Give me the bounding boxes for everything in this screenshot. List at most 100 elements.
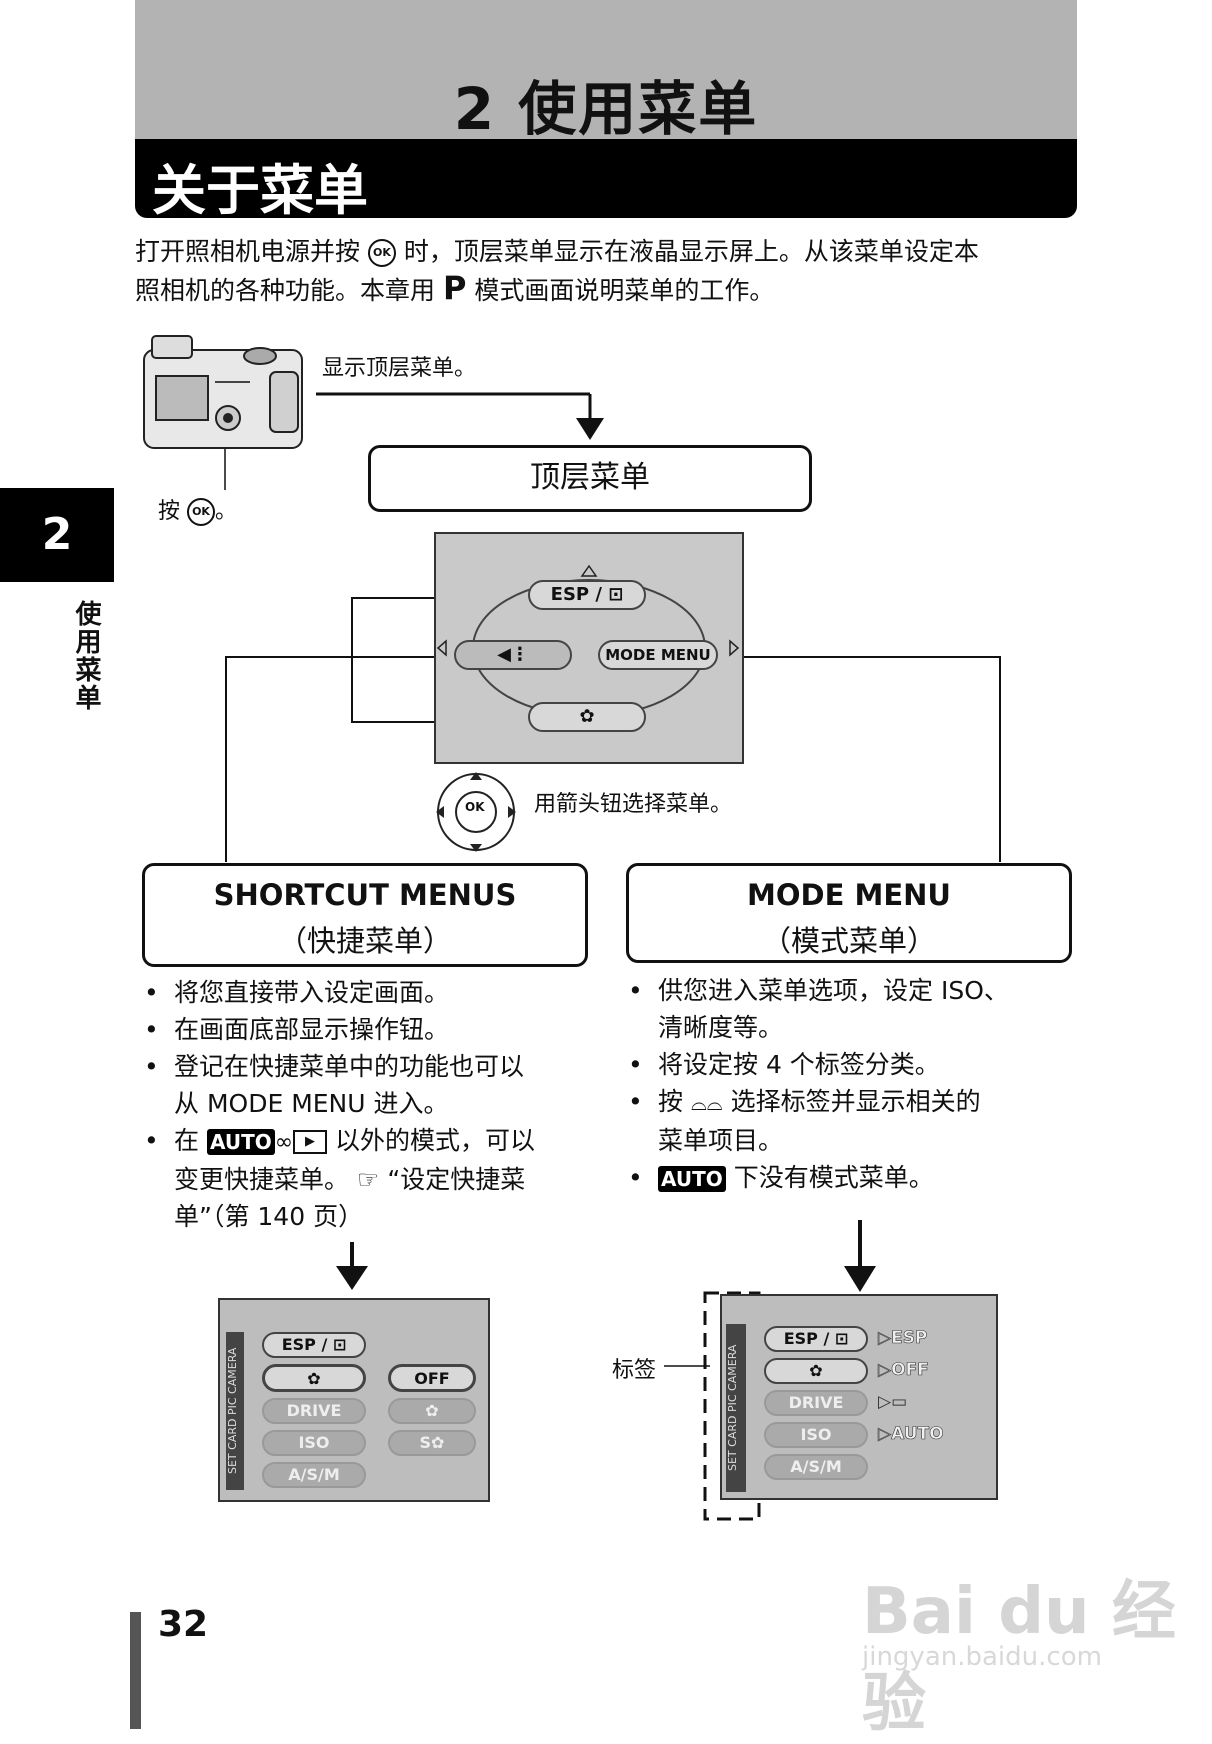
intro-text: 模式画面说明菜单的工作。	[474, 276, 775, 305]
tab-pic[interactable]: PIC	[226, 1397, 239, 1416]
macro-flower-icon: ✿	[425, 1401, 439, 1420]
up-down-arrow-icons: ⌓⌓	[690, 1091, 723, 1115]
shortcut-menus-box: SHORTCUT MENUS （快捷菜单）	[142, 863, 588, 967]
tab-pic[interactable]: PIC	[726, 1394, 739, 1413]
image-quality-menu-item[interactable]: ◀⋮	[454, 640, 572, 670]
value-esp: ▷ESP	[878, 1328, 928, 1349]
shortcut-subtitle: （快捷菜单）	[277, 924, 452, 958]
iso-menu-item[interactable]: ISO	[764, 1422, 868, 1448]
baidu-watermark-url: jingyan.baidu.com	[862, 1642, 1102, 1672]
value-auto: ▷AUTO	[878, 1424, 944, 1445]
bullet-text: 变更快捷菜单。	[174, 1165, 350, 1194]
arrow-pad-icon	[436, 772, 516, 852]
value-text: AUTO	[891, 1424, 944, 1445]
auto-mode-icon: AUTO	[206, 1129, 275, 1155]
list-item: 在画面底部显示操作钮。	[140, 1011, 600, 1048]
esp-menu-item[interactable]: ESP / ⊡	[262, 1332, 366, 1358]
list-item-cont: 变更快捷菜单。 ☞ “设定快捷菜	[140, 1161, 600, 1198]
tab-card[interactable]: CARD	[226, 1418, 239, 1451]
list-item: 将您直接带入设定画面。	[140, 974, 600, 1011]
drive-menu-item[interactable]: DRIVE	[262, 1398, 366, 1424]
macro-menu-item[interactable]: ✿	[528, 702, 646, 732]
asm-menu-item[interactable]: A/S/M	[764, 1454, 868, 1480]
chapter-tab-label: 使用菜单	[71, 600, 101, 712]
chapter-tab: 2	[0, 488, 114, 582]
list-item: 按 ⌓⌓ 选择标签并显示相关的	[624, 1083, 1084, 1122]
section-band	[135, 139, 1077, 218]
bullet-text: 下没有模式菜单。	[733, 1163, 934, 1192]
camera-illustration	[143, 335, 303, 449]
page-bar	[130, 1612, 141, 1729]
list-item-cont: 菜单项目。	[658, 1126, 784, 1155]
label-arrow-select: 用箭头钮选择菜单。	[534, 792, 733, 817]
iso-menu-item[interactable]: ISO	[262, 1430, 366, 1456]
top-menu-box: 顶层菜单	[368, 445, 812, 512]
mode-menu-screen: SET CARD PIC CAMERA ESP / ⊡ ✿ DRIVE ISO …	[720, 1294, 998, 1500]
option-macro[interactable]: ✿	[388, 1398, 476, 1424]
chapter-title: 2 使用菜单	[453, 75, 759, 143]
option-off[interactable]: OFF	[388, 1364, 476, 1392]
list-item: 登记在快捷菜单中的功能也可以	[140, 1048, 600, 1085]
tab-set[interactable]: SET	[726, 1450, 739, 1472]
top-menu-screen: ESP / ⊡ ◀⋮ MODE MENU ✿	[434, 532, 744, 764]
intro-text: 时，顶层菜单显示在液晶显示屏上。从该菜单设定本	[403, 237, 979, 266]
screen-tabs: SET CARD PIC CAMERA	[226, 1332, 244, 1490]
super-macro-icon: S✿	[419, 1433, 445, 1452]
option-super-macro[interactable]: S✿	[388, 1430, 476, 1456]
drive-menu-item[interactable]: DRIVE	[764, 1390, 868, 1416]
mode-menu-bullets: 供您进入菜单选项，设定 ISO、 清晰度等。 将设定按 4 个标签分类。 按 ⌓…	[624, 972, 1084, 1196]
label-press-end: 。	[215, 499, 238, 524]
macro-flower-icon: ✿	[809, 1361, 823, 1380]
bullet-text: 按	[658, 1087, 684, 1116]
bullet-text: 在	[174, 1126, 200, 1155]
list-item: AUTO 下没有模式菜单。	[624, 1159, 1084, 1196]
macro-menu-item[interactable]: ✿	[764, 1358, 868, 1384]
value-off: ▷OFF	[878, 1360, 929, 1381]
value-text: ESP	[891, 1328, 928, 1349]
tab-card[interactable]: CARD	[726, 1415, 739, 1448]
list-item-cont: 单”（第 140 页）	[174, 1202, 364, 1231]
shortcut-title: SHORTCUT MENUS	[213, 878, 517, 912]
value-text: OFF	[891, 1360, 929, 1381]
image-quality-icon: ◀⋮	[497, 644, 529, 665]
ok-button-icon: OK	[187, 498, 216, 526]
mode-menu-item[interactable]: MODE MENU	[598, 640, 718, 670]
list-item: 将设定按 4 个标签分类。	[624, 1046, 1084, 1083]
esp-menu-item[interactable]: ESP / ⊡	[528, 580, 646, 610]
shortcut-bullets: 将您直接带入设定画面。 在画面底部显示操作钮。 登记在快捷菜单中的功能也可以 从…	[140, 974, 600, 1235]
page-number: 32	[158, 1604, 209, 1645]
reference-hand-icon: ☞	[356, 1165, 380, 1194]
list-item-cont: 清晰度等。	[658, 1013, 784, 1042]
shortcut-menu-screen: SET CARD PIC CAMERA ESP / ⊡ ✿ DRIVE ISO …	[218, 1298, 490, 1502]
esp-menu-item[interactable]: ESP / ⊡	[764, 1326, 868, 1352]
auto-mode-icon: AUTO	[658, 1166, 726, 1192]
bullet-text: 以外的模式，可以	[335, 1126, 536, 1155]
macro-flower-icon: ✿	[579, 706, 595, 727]
asm-menu-item[interactable]: A/S/M	[262, 1462, 366, 1488]
intro-text: 照相机的各种功能。本章用	[135, 276, 436, 305]
value-single-frame: ▷▭	[878, 1392, 908, 1412]
label-press-text: 按	[158, 499, 181, 524]
playback-icon: ▶	[293, 1130, 328, 1154]
macro-menu-item[interactable]: ✿	[262, 1364, 366, 1392]
mode-menu-subtitle: （模式菜单）	[761, 924, 936, 958]
ok-center-label: OK	[465, 800, 485, 814]
tab-camera[interactable]: CAMERA	[726, 1344, 739, 1392]
bullet-text: 选择标签并显示相关的	[730, 1087, 981, 1116]
movie-mode-icon: ∞	[274, 1130, 294, 1155]
label-press: 按 OK。	[158, 493, 237, 526]
header-band	[135, 0, 1077, 140]
tab-callout-label: 标签	[612, 1358, 657, 1383]
label-show-top-menu: 显示顶层菜单。	[322, 356, 477, 381]
single-frame-icon: ▭	[891, 1392, 908, 1412]
mode-menu-title: MODE MENU	[747, 878, 951, 912]
intro-paragraph: 打开照相机电源并按 OK 时，顶层菜单显示在液晶显示屏上。从该菜单设定本 照相机…	[135, 234, 1080, 309]
tab-set[interactable]: SET	[226, 1453, 239, 1475]
screen-tabs: SET CARD PIC CAMERA	[726, 1324, 746, 1492]
section-title: 关于菜单	[152, 159, 368, 222]
tab-camera[interactable]: CAMERA	[226, 1347, 239, 1395]
macro-flower-icon: ✿	[307, 1369, 321, 1388]
p-mode-letter: P	[442, 269, 467, 307]
intro-text: 打开照相机电源并按	[135, 237, 361, 266]
ok-button-icon: OK	[367, 239, 396, 267]
